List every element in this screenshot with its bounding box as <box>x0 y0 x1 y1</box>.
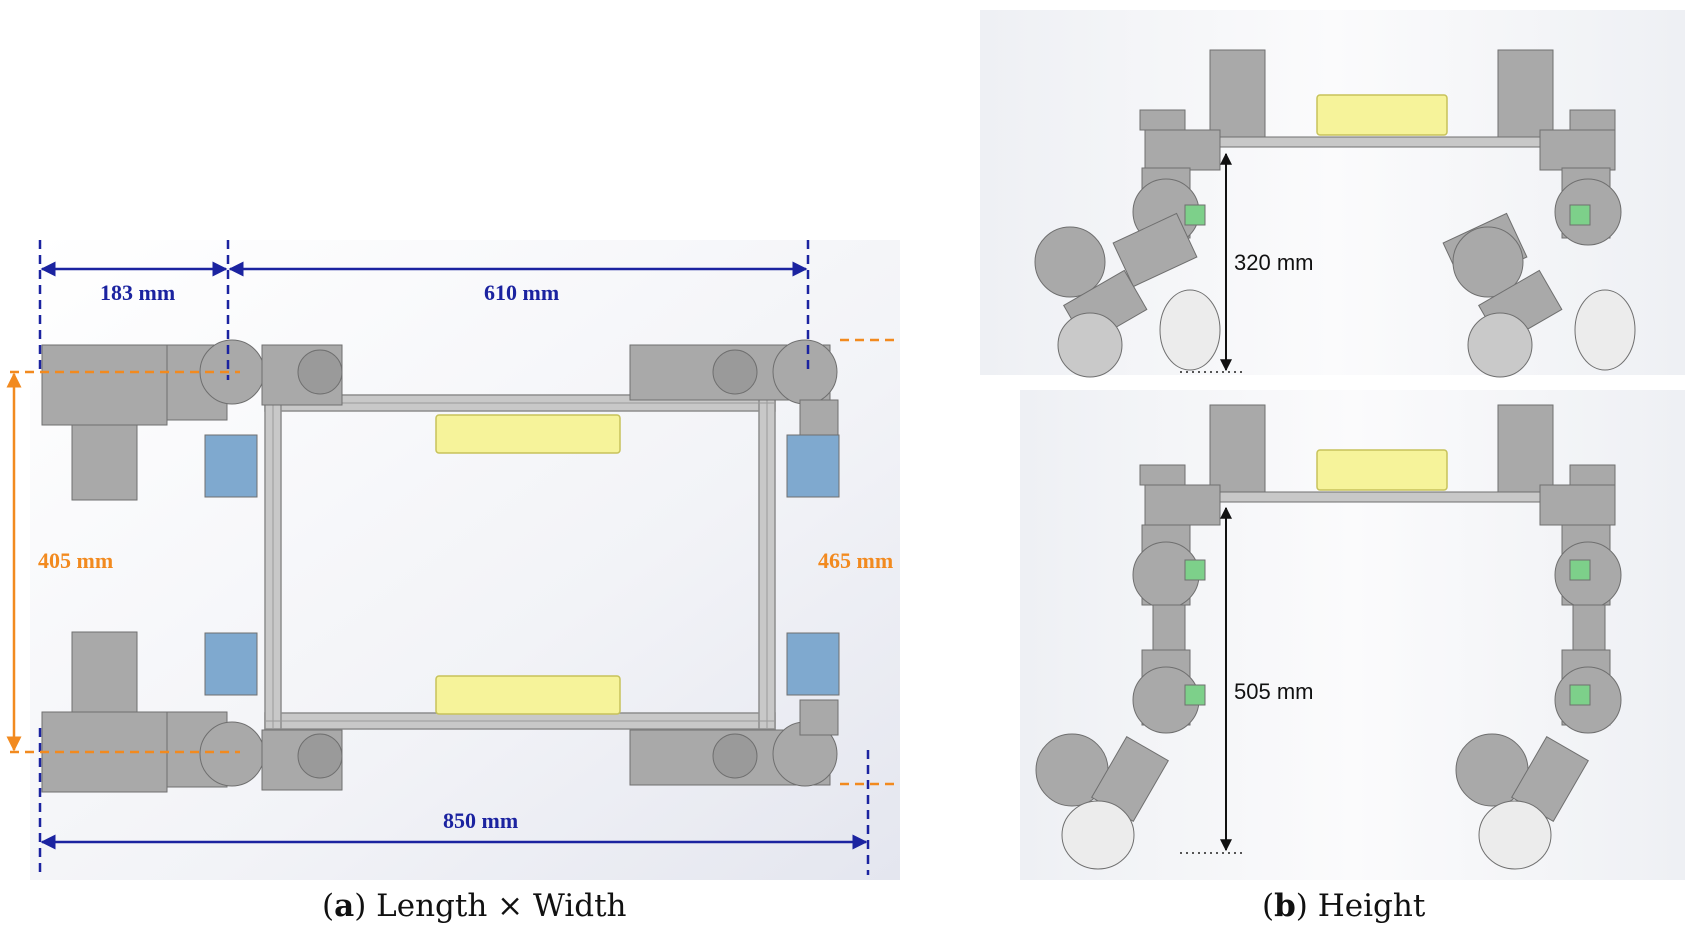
dim-label-405: 405 mm <box>38 548 114 573</box>
caption-b-text: Height <box>1317 888 1426 924</box>
dim-label-183: 183 mm <box>100 280 176 305</box>
dim-label-850: 850 mm <box>443 808 519 833</box>
panel-a-top-view: 183 mm 610 mm 850 mm 405 mm 465 mm <box>0 0 900 880</box>
height-label-320: 320 mm <box>1234 250 1314 275</box>
caption-a-text: Length × Width <box>376 888 627 924</box>
height-label-505: 505 mm <box>1234 679 1314 704</box>
panel-b-side-views: 320 mm 505 mm <box>980 0 1691 880</box>
leg-module-top-right <box>629 339 840 498</box>
dim-label-465: 465 mm <box>818 548 894 573</box>
caption-b-letter: b <box>1274 888 1296 924</box>
battery-side-320 <box>1316 94 1448 136</box>
orange-dimension-lines <box>6 338 900 786</box>
caption-a: (a) Length × Width <box>322 888 627 924</box>
caption-a-letter: a <box>334 888 355 924</box>
battery-side-505 <box>1316 449 1448 491</box>
leg-module-bottom-left <box>41 631 343 793</box>
caption-b: (b) Height <box>1262 888 1426 924</box>
battery-bottom <box>435 675 621 715</box>
robot-side-view-320 <box>1034 49 1636 378</box>
top-view-drawing <box>6 240 900 880</box>
battery-top <box>435 414 621 454</box>
side-view-drawing <box>980 10 1685 880</box>
robot-side-view-505 <box>1035 404 1622 870</box>
blue-dimension-lines <box>38 240 870 875</box>
leg-module-top-left <box>41 339 343 501</box>
leg-module-bottom-right <box>629 632 840 787</box>
dim-label-610: 610 mm <box>484 280 560 305</box>
